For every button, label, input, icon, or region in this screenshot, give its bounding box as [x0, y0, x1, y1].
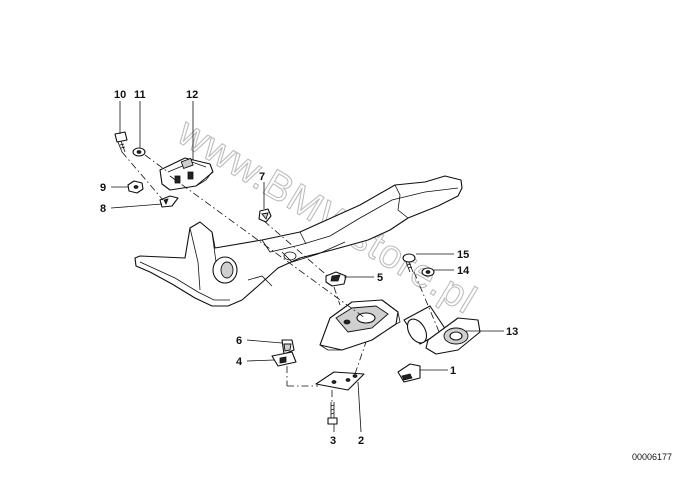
callout-11: 11: [134, 89, 146, 101]
clip-part-4: [271, 351, 297, 367]
callout-14: 14: [457, 265, 470, 277]
washer-part-11: [132, 147, 146, 157]
callout-10: 10: [114, 89, 126, 101]
callout-6: 6: [236, 335, 242, 347]
assembly-lines: [121, 151, 441, 402]
callout-5: 5: [377, 272, 383, 284]
callout-2: 2: [358, 435, 364, 447]
callout-12: 12: [186, 89, 198, 101]
foot-part-1: [397, 363, 421, 383]
mount-part-13: [403, 305, 481, 355]
reference-number: 00006177: [632, 452, 672, 462]
mount-bracket: [319, 299, 401, 351]
bracket-part-12: [159, 157, 214, 191]
clip-part-8: [159, 195, 179, 208]
callout-7: 7: [259, 171, 265, 183]
callout-4: 4: [236, 356, 243, 368]
callout-9: 9: [100, 182, 106, 194]
leader-lines: [110, 101, 504, 433]
bolt-part-3: [327, 402, 338, 425]
callout-8: 8: [100, 203, 106, 215]
clip-nut-part-5: [325, 271, 347, 287]
callout-1: 1: [450, 365, 456, 377]
plug-part-7: [258, 208, 272, 223]
support-beam: [134, 175, 463, 307]
washer-part-14: [421, 267, 435, 277]
callout-15: 15: [457, 249, 469, 261]
callout-13: 13: [506, 326, 518, 338]
callout-3: 3: [330, 435, 336, 447]
bolt-part-10: [114, 131, 128, 153]
fastener-part-6: [281, 339, 295, 355]
nut-part-9: [127, 180, 144, 194]
plate-part-2: [315, 371, 365, 391]
callout-labels: 10 11 12 9 8 7 15 14 5 13 6 4 1 3 2: [100, 89, 518, 447]
bolt-part-15: [402, 253, 416, 273]
